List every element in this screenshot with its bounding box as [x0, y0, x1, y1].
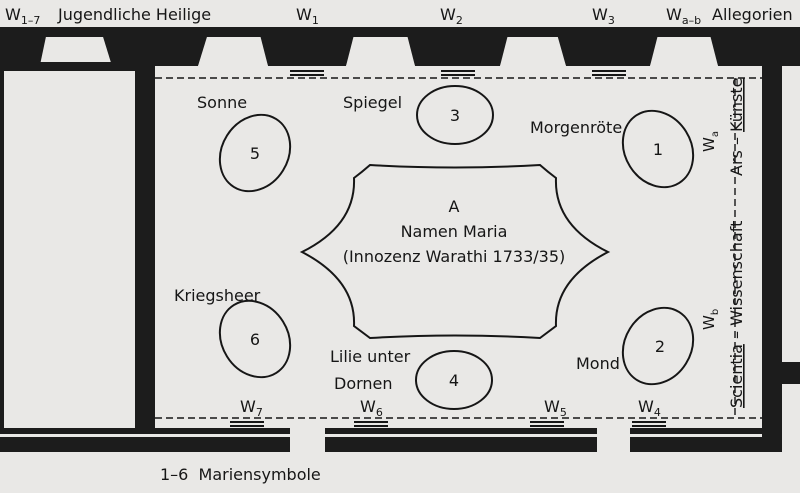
- medallion-4: [415, 350, 493, 410]
- central-cartouche: [299, 163, 611, 340]
- label-ars-kuenste: Ars – Künste: [727, 78, 746, 176]
- center-title: Namen Maria: [401, 222, 508, 241]
- label-scientia-wissenschaft: Scientia – Wissenschaft: [727, 221, 746, 408]
- label-w6: W6: [360, 397, 383, 419]
- top-wall-pier: [258, 27, 356, 66]
- label-wa-b: Wa–b: [666, 5, 701, 27]
- number-5: 5: [250, 144, 260, 163]
- top-wall-pier: [0, 27, 48, 65]
- label-sonne: Sonne: [197, 93, 247, 112]
- window-marker-top: [441, 70, 475, 72]
- window-marker-bottom: [354, 425, 388, 427]
- label-w1: W1: [296, 5, 319, 27]
- medallion-5: [218, 113, 292, 193]
- legend-mariensymbole: 1–6 Mariensymbole: [160, 465, 321, 484]
- label-mond: Mond: [576, 354, 620, 373]
- bottom-wall-gap: [0, 434, 290, 437]
- label-spiegel: Spiegel: [343, 93, 402, 112]
- left-edge-wall: [0, 62, 4, 452]
- right-wall-stub: [762, 362, 800, 384]
- window-marker-top: [592, 74, 626, 76]
- medallion-1: [621, 109, 695, 189]
- top-wall-pier: [405, 27, 510, 66]
- bottom-wall-segment: [630, 428, 782, 452]
- top-wall-band: [0, 27, 800, 37]
- number-6: 6: [250, 330, 260, 349]
- label-w5: W5: [544, 397, 567, 419]
- window-opening: [198, 37, 268, 66]
- top-wall: [0, 27, 800, 66]
- label-lilie-unter: Lilie unter: [330, 347, 411, 366]
- label-morgenroete: Morgenröte: [530, 118, 622, 137]
- window-marker-bottom: [230, 425, 264, 427]
- bottom-wall-gap: [630, 434, 762, 437]
- label-kriegsheer: Kriegsheer: [174, 286, 261, 305]
- window-marker-bottom: [530, 425, 564, 427]
- window-marker-bottom: [354, 421, 388, 423]
- right-wall: [762, 62, 782, 452]
- window-opening: [650, 37, 718, 66]
- left-pillar: [135, 62, 155, 452]
- window-marker-bottom: [632, 425, 666, 427]
- label-jugendliche-heilige: Jugendliche Heilige: [57, 5, 211, 24]
- window-opening: [346, 37, 415, 66]
- window-marker-bottom: [230, 421, 264, 423]
- medallion-2: [621, 306, 695, 386]
- number-3: 3: [450, 106, 460, 125]
- label-w7: W7: [240, 397, 263, 419]
- bottom-wall-segment: [0, 428, 290, 452]
- label-dornen: Dornen: [334, 374, 393, 393]
- window-marker-bottom: [530, 421, 564, 423]
- label-wa: Wa: [700, 131, 721, 152]
- number-2: 2: [655, 337, 665, 356]
- number-4: 4: [449, 371, 459, 390]
- bottom-wall-gap: [325, 434, 597, 437]
- left-wall-ledge: [0, 62, 135, 71]
- window-marker-top: [290, 74, 324, 76]
- center-subtitle: (Innozenz Warathi 1733/35): [343, 247, 566, 266]
- label-w2: W2: [440, 5, 463, 27]
- top-wall-pier: [100, 27, 210, 66]
- bottom-wall-segment: [325, 428, 597, 452]
- top-wall-pier: [555, 27, 660, 66]
- medallion-6: [218, 299, 292, 379]
- window-marker-top: [290, 70, 324, 72]
- window-opening: [40, 37, 112, 66]
- window-marker-top: [441, 74, 475, 76]
- label-w1-7: W1–7: [5, 5, 40, 27]
- center-letter: A: [449, 197, 460, 216]
- number-1: 1: [653, 140, 663, 159]
- window-markers: [230, 70, 666, 427]
- label-w3: W3: [592, 5, 615, 27]
- window-marker-top: [592, 70, 626, 72]
- window-opening: [500, 37, 566, 66]
- label-w4: W4: [638, 397, 661, 419]
- window-marker-bottom: [632, 421, 666, 423]
- top-wall-pier: [708, 27, 800, 66]
- bottom-wall: [0, 428, 782, 452]
- label-allegorien: Allegorien: [712, 5, 793, 24]
- label-wb: Wb: [700, 309, 721, 330]
- medallion-3: [416, 85, 494, 145]
